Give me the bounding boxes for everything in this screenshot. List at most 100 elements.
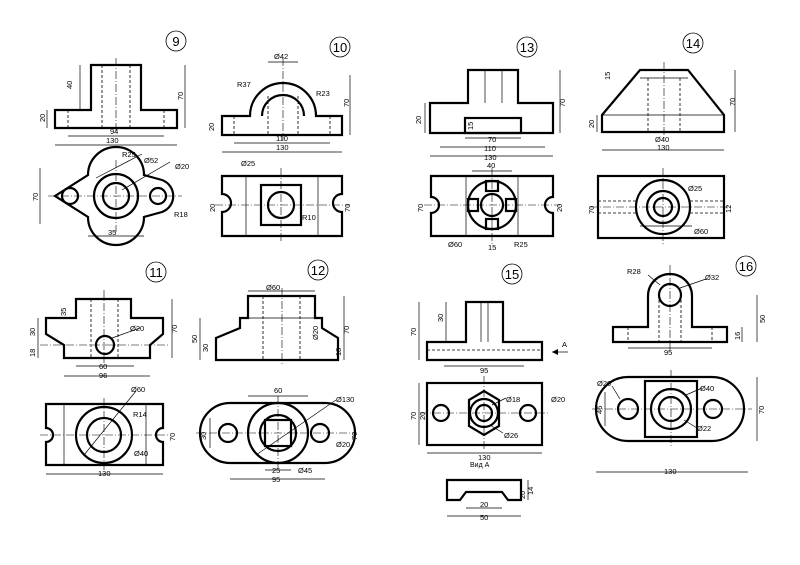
svg-text:15: 15 (466, 122, 475, 130)
svg-text:Ø60: Ø60 (694, 227, 708, 236)
svg-text:20: 20 (38, 114, 47, 122)
svg-text:Ø20: Ø20 (130, 324, 144, 333)
svg-text:Ø18: Ø18 (506, 395, 520, 404)
top-view-outline (52, 145, 175, 247)
svg-text:30: 30 (28, 328, 37, 336)
svg-text:70: 70 (488, 135, 496, 144)
svg-text:46: 46 (595, 406, 604, 414)
svg-text:60: 60 (99, 362, 107, 371)
svg-text:70: 70 (409, 412, 418, 420)
svg-text:R25: R25 (122, 150, 136, 159)
svg-text:15: 15 (603, 72, 612, 80)
top-view-outline (220, 174, 344, 238)
front-view-outline (600, 68, 726, 134)
top-view-outline (594, 375, 746, 443)
svg-text:70: 70 (409, 328, 418, 336)
svg-text:70: 70 (31, 193, 40, 201)
svg-text:Ø32: Ø32 (705, 273, 719, 282)
svg-text:R37: R37 (237, 80, 251, 89)
svg-text:Ø40: Ø40 (655, 135, 669, 144)
figure-13: 13 70 20 15 70 110 130 40 70 20 Ø60 15 R… (414, 36, 567, 252)
svg-text:130: 130 (664, 467, 677, 476)
svg-text:30: 30 (436, 314, 445, 322)
svg-text:10: 10 (333, 40, 347, 55)
svg-text:Ø22: Ø22 (697, 424, 711, 433)
svg-text:95: 95 (480, 366, 488, 375)
svg-text:130: 130 (276, 143, 289, 152)
svg-text:20: 20 (480, 500, 488, 509)
svg-text:18: 18 (334, 348, 343, 356)
top-view-outline (44, 402, 165, 467)
svg-text:70: 70 (350, 432, 359, 440)
svg-text:70: 70 (757, 406, 766, 414)
svg-text:Ø130: Ø130 (336, 395, 354, 404)
svg-text:70: 70 (342, 99, 351, 107)
svg-text:R23: R23 (316, 89, 330, 98)
svg-text:70: 70 (343, 204, 352, 212)
svg-text:25: 25 (272, 466, 280, 475)
svg-text:Ø45: Ø45 (298, 466, 312, 475)
svg-text:18: 18 (28, 349, 37, 357)
svg-text:95: 95 (272, 475, 280, 484)
svg-text:Ø20: Ø20 (336, 440, 350, 449)
svg-text:Ø26: Ø26 (504, 431, 518, 440)
svg-text:60: 60 (274, 386, 282, 395)
front-view-outline (53, 63, 179, 130)
svg-text:12: 12 (311, 263, 325, 278)
svg-text:20: 20 (418, 412, 427, 420)
svg-text:130: 130 (106, 136, 119, 145)
front-view-outline (428, 68, 555, 135)
svg-text:Ø60: Ø60 (266, 283, 280, 292)
figure-11: 11 35 30 18 Ø20 70 60 96 Ø60 R14 70 Ø40 … (28, 261, 179, 478)
svg-text:70: 70 (342, 326, 351, 334)
svg-text:Ø60: Ø60 (448, 240, 462, 249)
svg-text:Ø20: Ø20 (175, 162, 189, 171)
svg-text:R10: R10 (302, 213, 316, 222)
figure-number: 9 (172, 34, 179, 49)
svg-text:130: 130 (657, 143, 670, 152)
svg-text:20: 20 (207, 123, 216, 131)
svg-text:70: 70 (728, 98, 737, 106)
top-view-outline (429, 174, 555, 238)
svg-text:40: 40 (65, 81, 74, 89)
svg-text:20: 20 (587, 120, 596, 128)
svg-text:Ø60: Ø60 (131, 385, 145, 394)
svg-text:14: 14 (526, 487, 535, 495)
svg-text:40: 40 (487, 161, 495, 170)
svg-text:70: 70 (170, 325, 179, 333)
svg-text:Ø40: Ø40 (134, 449, 148, 458)
svg-text:20: 20 (518, 491, 527, 499)
svg-text:12: 12 (724, 205, 733, 213)
svg-text:70: 70 (587, 206, 596, 214)
svg-text:R18: R18 (174, 210, 188, 219)
svg-text:16: 16 (733, 332, 742, 340)
svg-text:16: 16 (739, 259, 753, 274)
svg-text:30: 30 (201, 344, 210, 352)
svg-text:96: 96 (99, 371, 107, 380)
svg-text:R14: R14 (133, 410, 147, 419)
front-view-outline (220, 81, 344, 137)
front-view-outline (425, 300, 544, 362)
figure-9: 9 40 70 20 94 130 R25 Ø52 Ø20 70 R18 35 (31, 30, 189, 247)
svg-text:Ø20: Ø20 (597, 379, 611, 388)
figure-14: 14 15 70 20 Ø40 130 Ø25 70 Ø60 12 (587, 32, 737, 244)
svg-text:R25: R25 (514, 240, 528, 249)
figure-16: 16 R28 Ø32 50 16 95 Ø20 Ø40 46 70 Ø22 13… (592, 255, 767, 476)
svg-text:70: 70 (168, 433, 177, 441)
svg-text:50: 50 (480, 513, 488, 522)
svg-text:35: 35 (108, 228, 116, 237)
view-a-outline (445, 478, 523, 502)
svg-text:20: 20 (414, 116, 423, 124)
svg-text:70: 70 (176, 92, 185, 100)
svg-text:94: 94 (110, 127, 118, 136)
svg-text:Ø25: Ø25 (241, 159, 255, 168)
svg-text:13: 13 (520, 40, 534, 55)
svg-text:130: 130 (98, 469, 111, 478)
svg-text:15: 15 (505, 267, 519, 282)
svg-text:Ø20: Ø20 (311, 326, 320, 340)
front-view-outline (611, 272, 729, 344)
svg-text:Вид А: Вид А (470, 462, 490, 469)
svg-text:14: 14 (686, 36, 700, 51)
svg-text:Ø25: Ø25 (688, 184, 702, 193)
